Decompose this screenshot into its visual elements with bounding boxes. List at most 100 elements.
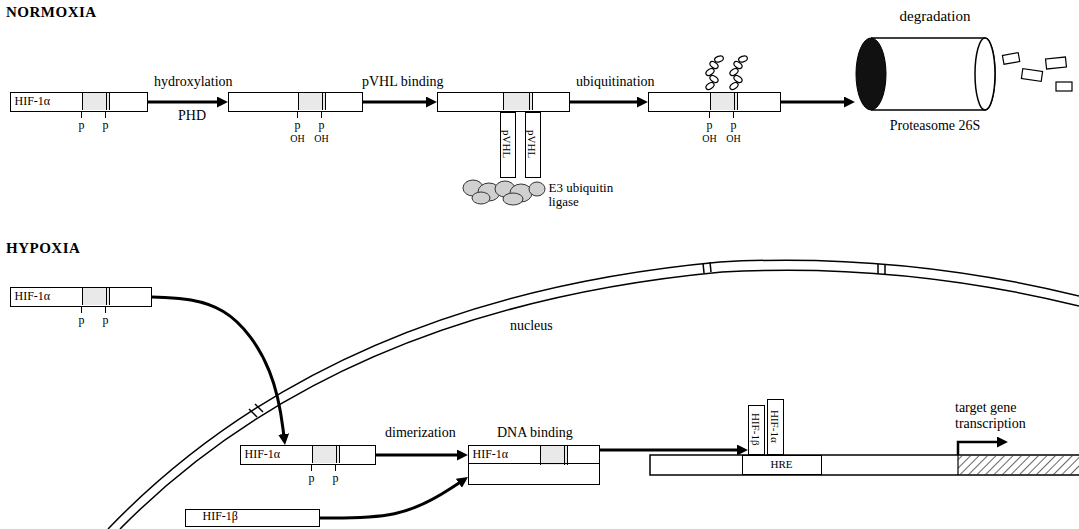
coding-region-start <box>957 455 958 475</box>
peptide-fragment <box>1021 69 1042 82</box>
protein-name: HIF-1α <box>245 448 281 461</box>
ubiquitin-chain <box>705 55 748 91</box>
nuclear-pore <box>710 262 711 272</box>
subunit-label: HIF-1α <box>769 410 781 443</box>
site-stem <box>81 307 82 313</box>
subunit-label: pVHL <box>526 130 538 158</box>
site-label: p <box>309 472 315 485</box>
process-arrow <box>363 101 432 104</box>
site-label: p <box>103 119 109 132</box>
site-stem <box>335 465 336 471</box>
protein-box: HIF-1β <box>185 509 320 527</box>
dna-strand <box>650 455 1079 475</box>
enzyme-label: PHD <box>178 108 206 124</box>
bound-subunit: HIF-1α <box>767 399 784 455</box>
nuclear-pore <box>249 409 257 417</box>
site-stem <box>733 112 734 118</box>
proteasome-label: Proteasome 26S <box>890 118 981 133</box>
process-arrow <box>600 449 743 452</box>
process-label: target gene transcription <box>955 400 1073 432</box>
hydroxyl-label: OH <box>702 133 716 144</box>
transcription-arrow <box>958 442 1003 455</box>
enzyme-label: E3 ubiquitin ligase <box>549 181 633 210</box>
peptide-fragment <box>1002 53 1019 65</box>
proteasome-body <box>871 38 995 110</box>
step-label: DNA binding <box>497 425 573 441</box>
step-label: hydroxylation <box>154 74 233 90</box>
domain-line <box>322 93 323 110</box>
site-stem <box>321 112 322 118</box>
nuclear-pore <box>703 263 704 273</box>
site-stem <box>297 112 298 118</box>
site-label: p <box>731 119 737 132</box>
bound-subunit: HIF-1β <box>748 405 765 455</box>
proteasome-opening <box>975 38 995 110</box>
process-arrow <box>570 101 643 104</box>
site-label: p <box>103 314 109 327</box>
site-stem <box>81 112 82 118</box>
hydroxylated-protein-box: ppOHOH <box>228 92 363 112</box>
proteasome-shape <box>855 8 1000 136</box>
hydroxyl-label: OH <box>290 133 304 144</box>
domain-line <box>734 93 735 110</box>
peptide-fragment <box>1056 82 1072 91</box>
process-arrow <box>320 480 464 518</box>
site-label: p <box>319 119 325 132</box>
pvhl-complex: pVHLpVHLE3 ubiquitin ligase <box>437 92 570 112</box>
step-label: pVHL binding <box>362 74 444 90</box>
domain-line <box>106 288 107 305</box>
site-label: p <box>333 472 339 485</box>
hydroxyl-label: OH <box>314 133 328 144</box>
dimer-box: HIF-1α <box>468 445 600 485</box>
ligase-subunit <box>503 193 523 205</box>
site-stem <box>105 307 106 313</box>
proteasome: degradationProteasome 26S <box>855 8 1000 136</box>
site-stem <box>709 112 710 118</box>
protein-name: HIF-1α <box>15 95 51 108</box>
process-arrow <box>781 101 850 104</box>
pvhl-subunit: pVHL <box>500 112 516 178</box>
process-arrow <box>148 101 223 104</box>
process-label: degradation <box>900 8 971 25</box>
protein-box: HIF-1αpp <box>10 287 152 307</box>
ubiquitinated-protein-box: ppOHOH <box>648 92 781 112</box>
nuclear-pore <box>884 264 886 274</box>
ubiquitin <box>738 55 748 63</box>
process-arrow <box>376 454 463 457</box>
pvhl-subunit: pVHL <box>525 112 541 178</box>
site-stem <box>105 112 106 118</box>
ubiquitin <box>714 55 724 63</box>
inner-membrane <box>120 270 1079 529</box>
site-label: p <box>79 314 85 327</box>
site-label: p <box>295 119 301 132</box>
ligase-subunit <box>472 192 490 204</box>
hydroxyl-label: OH <box>726 133 740 144</box>
domain-line <box>564 446 565 465</box>
domain-line <box>529 93 530 110</box>
outer-membrane <box>108 260 1079 529</box>
peptide-fragment <box>1046 57 1067 69</box>
protein-name: HIF-1α <box>15 290 51 303</box>
nuclear-pore <box>255 404 263 412</box>
ligase-subunit <box>529 182 545 196</box>
subunit-label: pVHL <box>501 130 513 158</box>
protein-box: HIF-1αpp <box>10 92 148 112</box>
compartment-label: nucleus <box>510 318 553 334</box>
proteasome-cap <box>856 38 886 110</box>
section-heading: NORMOXIA <box>6 4 97 21</box>
section-heading: HYPOXIA <box>6 240 80 257</box>
site-stem <box>311 465 312 471</box>
site-label: p <box>79 119 85 132</box>
site-label: p <box>707 119 713 132</box>
domain-line <box>106 93 107 110</box>
protein-name: HIF-1β <box>203 510 238 523</box>
subunit-label: HIF-1β <box>750 413 762 445</box>
nuclear-envelope <box>108 260 1079 529</box>
protein-name: HIF-1α <box>473 448 509 461</box>
nuclear-protein-box: HIF-1αpp <box>240 445 376 465</box>
dimer-divider <box>469 463 599 464</box>
process-arrow <box>152 297 284 440</box>
step-label: dimerization <box>385 425 456 441</box>
step-label: ubiquitination <box>576 74 655 90</box>
